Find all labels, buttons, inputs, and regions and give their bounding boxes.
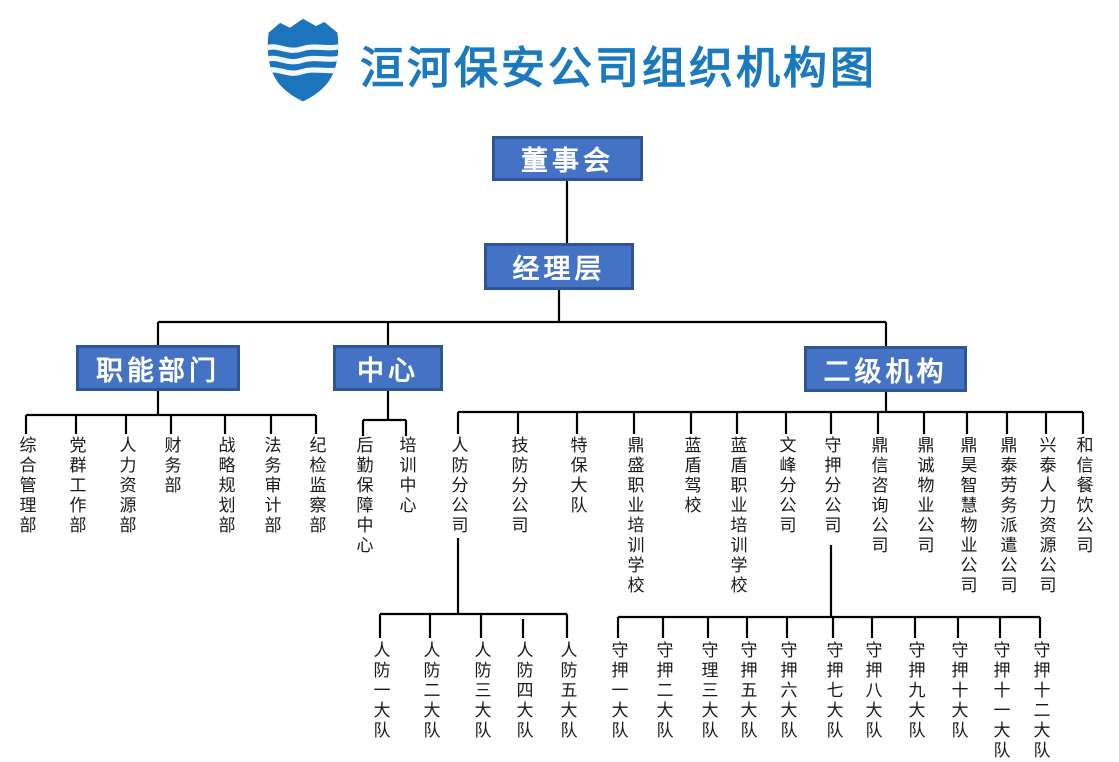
- renfang-squad-3: 人防三大队: [471, 641, 491, 741]
- functional-dept-5: 战略规划部: [215, 436, 235, 536]
- center-item-1: 后勤保障中心: [353, 436, 373, 556]
- second-level-item-10: 鼎诚物业公司: [914, 436, 934, 556]
- node-functional-departments: 职能部门: [76, 345, 240, 391]
- second-level-item-12: 鼎泰劳务派遣公司: [997, 436, 1017, 596]
- shouya-squad-11: 守押十二大队: [1030, 641, 1050, 761]
- second-level-item-5: 蓝盾驾校: [681, 436, 701, 516]
- shouya-squad-5: 守押六大队: [777, 641, 797, 741]
- second-level-item-1: 人防分公司: [448, 436, 468, 536]
- second-level-item-4: 鼎盛职业培训学校: [624, 436, 644, 596]
- second-level-item-11: 鼎昊智慧物业公司: [957, 436, 977, 596]
- second-level-item-2: 技防分公司: [508, 436, 528, 536]
- renfang-squad-1: 人防一大队: [370, 641, 390, 741]
- page-title: 洹河保安公司组织机构图: [360, 44, 877, 93]
- shouya-squad-9: 守押十大队: [948, 641, 968, 741]
- second-level-item-7: 文峰分公司: [776, 436, 796, 536]
- renfang-squad-5: 人防五大队: [557, 641, 577, 741]
- node-board-of-directors: 董事会: [492, 136, 643, 181]
- functional-dept-7: 纪检监察部: [306, 436, 326, 536]
- functional-dept-2: 党群工作部: [66, 436, 86, 536]
- company-shield-logo: [267, 18, 339, 102]
- shouya-squad-6: 守押七大队: [823, 641, 843, 741]
- shouya-squad-3: 守理三大队: [698, 641, 718, 741]
- page-header: 洹河保安公司组织机构图: [0, 0, 1119, 110]
- shield-wave-stripes: [267, 43, 339, 76]
- shouya-squad-8: 守押九大队: [905, 641, 925, 741]
- shouya-squad-7: 守押八大队: [862, 641, 882, 741]
- shouya-squad-10: 守押十一大队: [990, 641, 1010, 761]
- functional-dept-6: 法务审计部: [261, 436, 281, 536]
- renfang-squad-4: 人防四大队: [513, 641, 533, 741]
- functional-dept-1: 综合管理部: [16, 436, 36, 536]
- node-centers: 中心: [333, 345, 443, 391]
- shouya-squad-2: 守押二大队: [653, 641, 673, 741]
- node-second-level-institutions: 二级机构: [804, 346, 967, 392]
- second-level-item-6: 蓝盾职业培训学校: [727, 436, 747, 596]
- center-item-2: 培训中心: [396, 436, 416, 516]
- second-level-item-13: 兴泰人力资源公司: [1036, 436, 1056, 596]
- functional-dept-4: 财务部: [161, 436, 181, 496]
- second-level-item-14: 和信餐饮公司: [1073, 436, 1093, 556]
- second-level-item-9: 鼎信咨询公司: [868, 436, 888, 556]
- renfang-squad-2: 人防二大队: [420, 641, 440, 741]
- shouya-squad-1: 守押一大队: [608, 641, 628, 741]
- functional-dept-3: 人力资源部: [116, 436, 136, 536]
- node-management-level: 经理层: [484, 243, 634, 290]
- second-level-item-8: 守押分公司: [821, 436, 841, 536]
- second-level-item-3: 特保大队: [567, 436, 587, 516]
- shouya-squad-4: 守押五大队: [737, 641, 757, 741]
